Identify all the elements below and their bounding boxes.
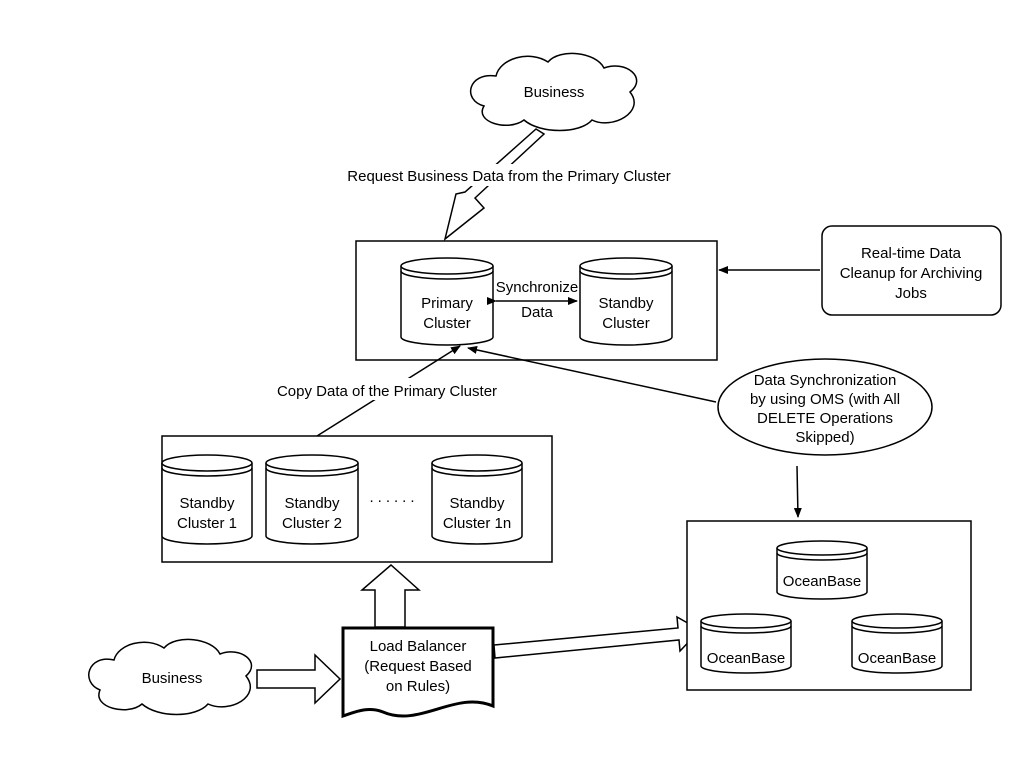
oms-to-oceanbase-arrow bbox=[793, 465, 802, 518]
oms-line-3: DELETE Operations bbox=[757, 410, 893, 427]
cleanup-line-3: Jobs bbox=[895, 285, 927, 302]
standby-2-label-1: Standby bbox=[284, 495, 340, 512]
primary-cluster-label-2: Cluster bbox=[423, 315, 471, 332]
oms-line-4: Skipped) bbox=[795, 429, 854, 446]
oceanbase-node-top-cylinder: OceanBase bbox=[776, 540, 868, 600]
standby-1n-label-1: Standby bbox=[449, 495, 505, 512]
up-hollow-arrow bbox=[359, 564, 421, 628]
primary-cluster-label-1: Primary bbox=[421, 295, 473, 312]
copy-data-label: Copy Data of the Primary Cluster bbox=[277, 383, 497, 400]
standby-2-label-2: Cluster 2 bbox=[282, 515, 342, 532]
load-balancer-line-3: on Rules) bbox=[386, 678, 450, 695]
business-cloud-top-label: Business bbox=[524, 84, 585, 101]
standby-cluster-label-2: Cluster bbox=[602, 315, 650, 332]
standby-cluster-cylinder: Standby Cluster bbox=[579, 257, 673, 346]
standby-1n-label-2: Cluster 1n bbox=[443, 515, 511, 532]
right-hollow-arrow bbox=[256, 653, 342, 705]
standby-1-label-2: Cluster 1 bbox=[177, 515, 237, 532]
oceanbase-node-right-cylinder: OceanBase bbox=[851, 613, 943, 674]
standby-cluster-1n-cylinder: Standby Cluster 1n bbox=[431, 454, 523, 545]
request-hollow-arrow bbox=[443, 128, 546, 241]
business-cloud-bottom: Business bbox=[88, 638, 253, 716]
standby-cluster-1-cylinder: Standby Cluster 1 bbox=[161, 454, 253, 545]
oms-sync-ellipse: Data Synchronization by using OMS (with … bbox=[717, 358, 933, 456]
standby-cluster-label-1: Standby bbox=[598, 295, 654, 312]
oceanbase-node-top-label: OceanBase bbox=[783, 573, 861, 590]
oceanbase-node-right-label: OceanBase bbox=[858, 650, 936, 667]
oms-line-1: Data Synchronization bbox=[754, 372, 897, 389]
primary-cluster-cylinder: Primary Cluster bbox=[400, 257, 494, 346]
cleanup-line-2: Cleanup for Archiving bbox=[840, 265, 983, 282]
load-balancer-document: Load Balancer (Request Based on Rules) bbox=[341, 626, 495, 719]
request-business-data-label: Request Business Data from the Primary C… bbox=[347, 168, 670, 185]
business-cloud-bottom-label: Business bbox=[142, 670, 203, 687]
sync-data-label: Data bbox=[521, 304, 553, 321]
copy-label-bg bbox=[262, 378, 514, 400]
oms-to-primary-arrow bbox=[467, 346, 717, 403]
load-balancer-line-1: Load Balancer bbox=[370, 638, 467, 655]
business-cloud-top: Business bbox=[469, 52, 638, 132]
request-label-bg bbox=[326, 164, 692, 186]
cleanup-line-1: Real-time Data bbox=[861, 245, 962, 262]
cleanup-box: Real-time Data Cleanup for Archiving Job… bbox=[821, 225, 1002, 316]
oceanbase-hollow-arrow bbox=[493, 615, 702, 659]
synchronize-label: Synchronize bbox=[496, 279, 579, 296]
oms-line-2: by using OMS (with All bbox=[750, 391, 900, 408]
load-balancer-line-2: (Request Based bbox=[364, 658, 472, 675]
standby-cluster-2-cylinder: Standby Cluster 2 bbox=[265, 454, 359, 545]
standby-ellipsis: ...... bbox=[369, 489, 418, 506]
oceanbase-node-left-label: OceanBase bbox=[707, 650, 785, 667]
oceanbase-node-left-cylinder: OceanBase bbox=[700, 613, 792, 674]
standby-1-label-1: Standby bbox=[179, 495, 235, 512]
